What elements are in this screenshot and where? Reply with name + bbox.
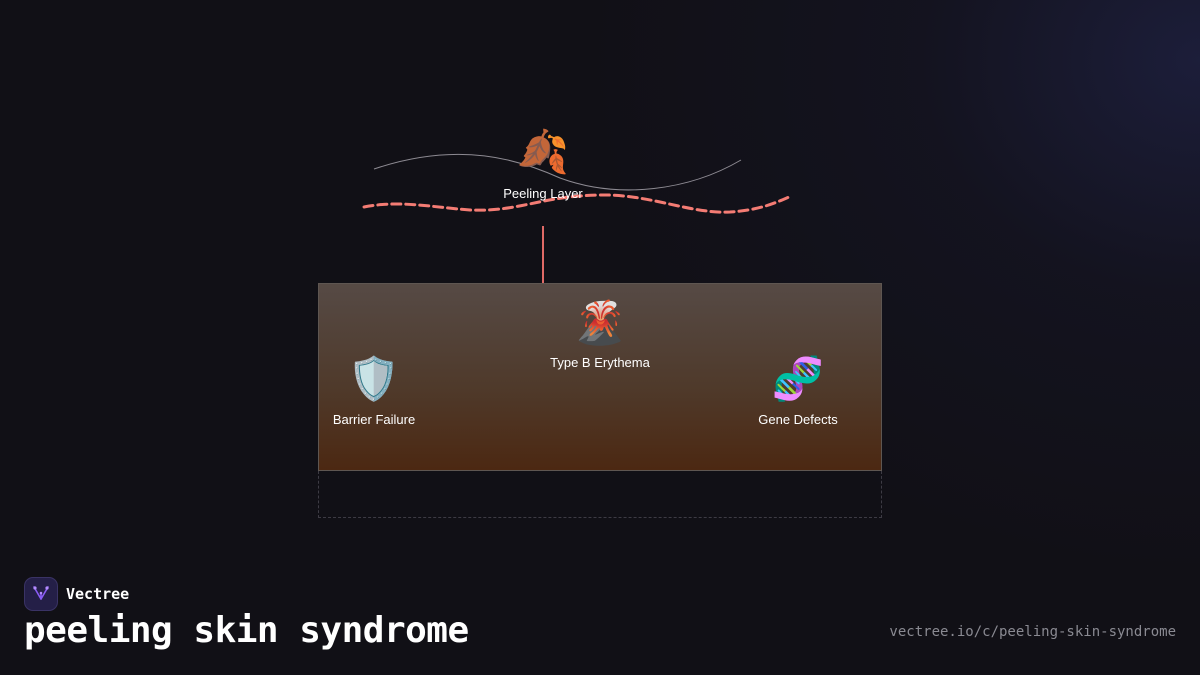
dna-icon: 🧬 (771, 355, 825, 402)
volcano-icon: 🌋 (573, 299, 627, 346)
barrier-failure-label: Barrier Failure (332, 412, 416, 427)
page-url[interactable]: vectree.io/c/peeling-skin-syndrome (889, 624, 1176, 640)
dashed-wave-line (362, 193, 791, 214)
gene-defects-label: Gene Defects (758, 412, 838, 427)
fallen-leaf-icon: 🍂 (516, 128, 570, 175)
thin-wave-line (373, 153, 742, 191)
page-title: peeling skin syndrome (24, 610, 469, 651)
shield-icon: 🛡️ (347, 355, 401, 402)
peeling-layer-label: Peeling Layer (503, 186, 583, 201)
dermis-layer (318, 283, 882, 471)
vectree-logo-icon (24, 577, 58, 611)
brand[interactable]: Vectree (24, 577, 129, 611)
subcutis-layer (318, 471, 882, 518)
type-b-erythema-label: Type B Erythema (550, 355, 650, 370)
brand-name: Vectree (66, 585, 130, 603)
